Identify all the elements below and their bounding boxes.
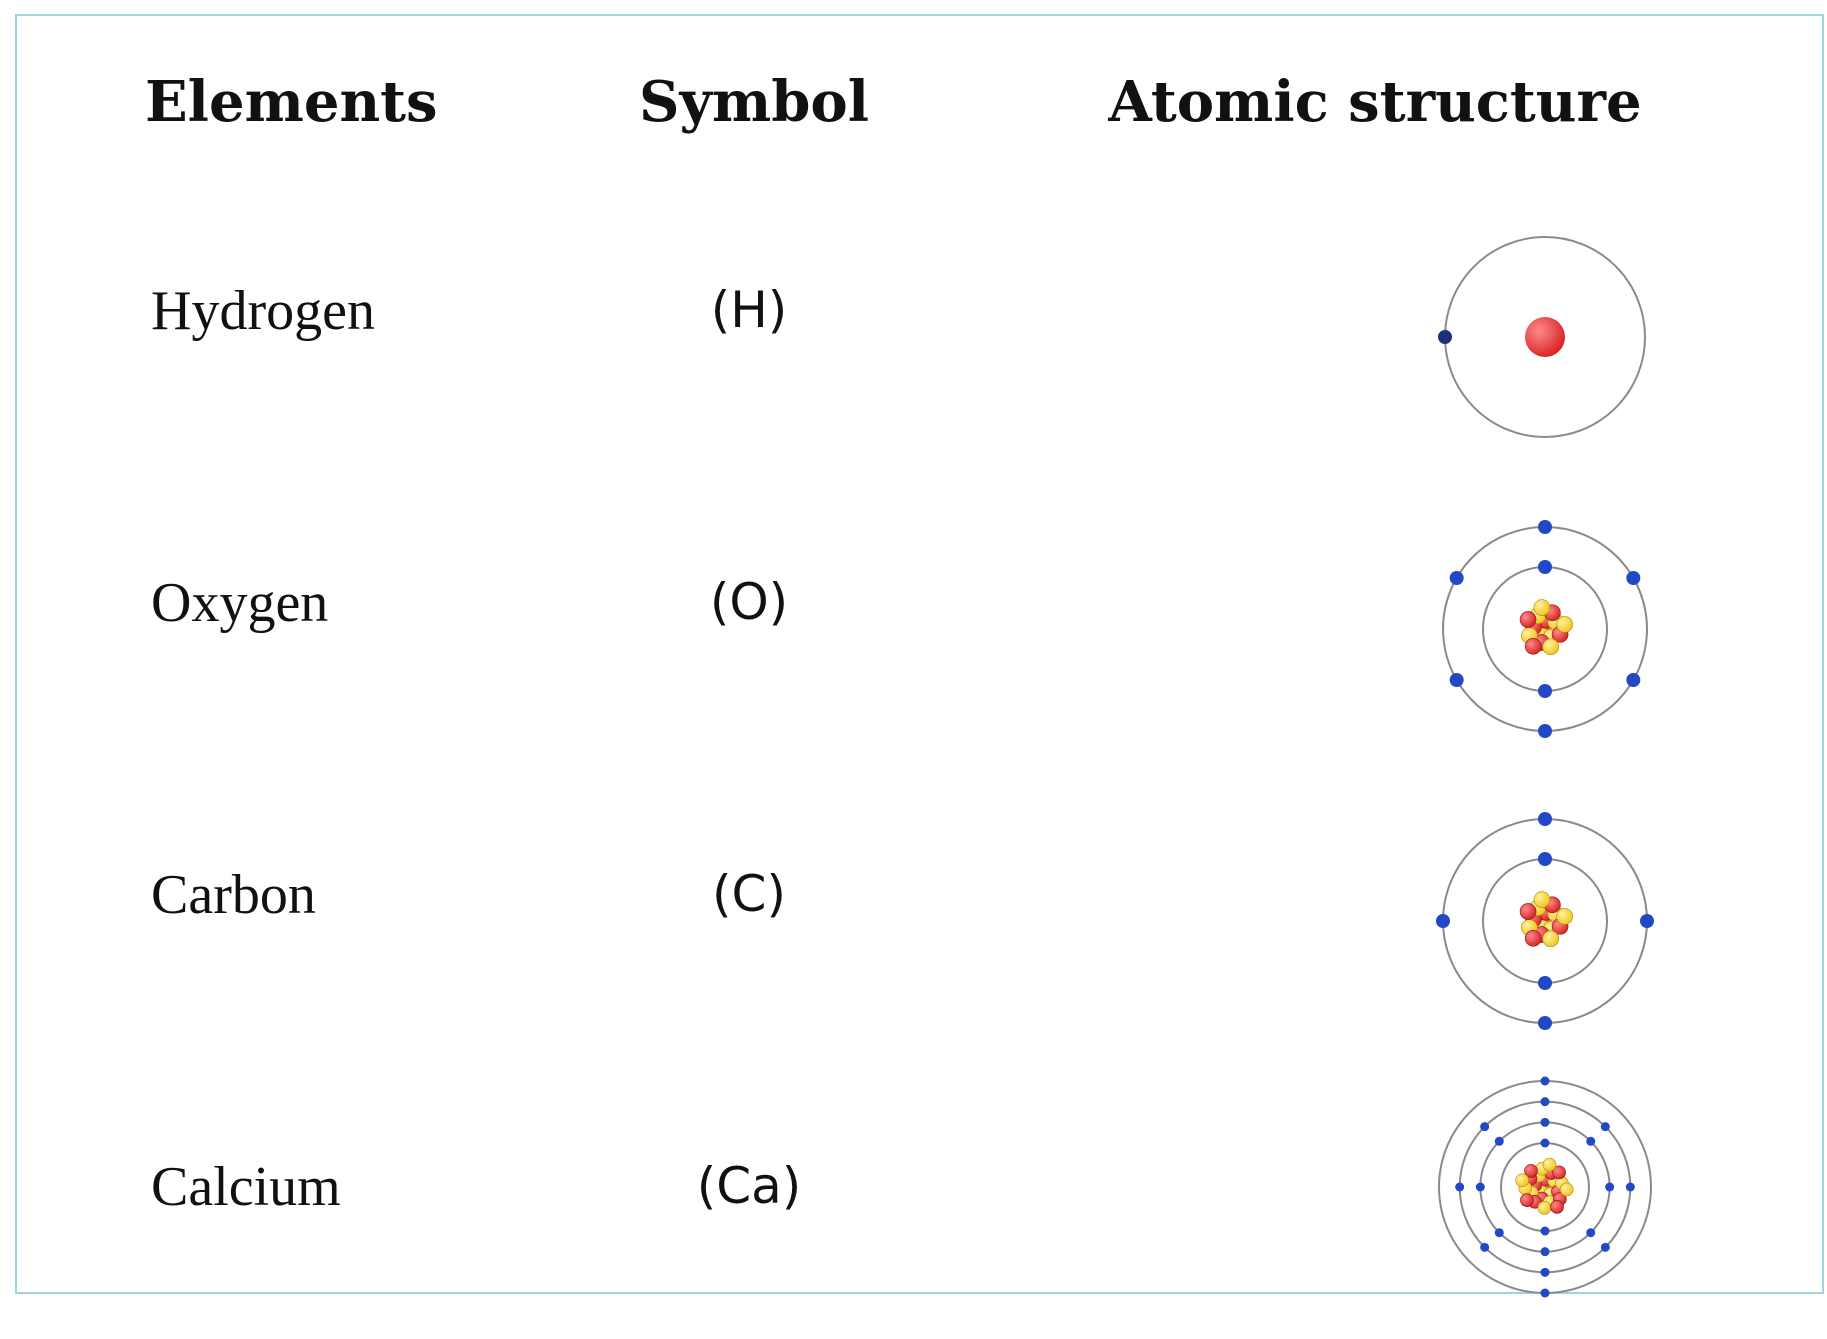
neutron	[1559, 1182, 1574, 1197]
table-row: Hydrogen (H)	[17, 171, 1822, 463]
proton	[1519, 903, 1537, 920]
element-name: Hydrogen	[151, 280, 375, 342]
neutron	[1556, 616, 1573, 633]
electron	[1480, 1122, 1490, 1132]
electron	[1455, 1182, 1465, 1192]
table-row: Carbon (C)	[17, 755, 1822, 1047]
proton	[1550, 1200, 1564, 1214]
carbon-atom-diagram	[1436, 812, 1654, 1030]
proton	[1524, 637, 1542, 655]
electron	[1625, 1182, 1635, 1192]
table-frame: Elements Symbol Atomic structure Hydroge…	[15, 14, 1824, 1298]
electron	[1540, 1226, 1550, 1236]
electron	[1600, 1122, 1610, 1132]
electron	[1540, 1267, 1550, 1277]
neutron	[1515, 1173, 1529, 1188]
electron	[1538, 976, 1552, 990]
electron	[1475, 1182, 1485, 1192]
electron	[1540, 1138, 1550, 1148]
oxygen-atom-diagram	[1442, 520, 1648, 738]
electron	[1494, 1136, 1504, 1146]
electron	[1540, 1097, 1550, 1107]
electron	[1436, 914, 1450, 928]
electron	[1480, 1242, 1490, 1252]
electron	[1449, 571, 1464, 585]
electron	[1494, 1228, 1504, 1238]
element-symbol: (O)	[709, 573, 789, 631]
electron	[1538, 1016, 1552, 1030]
electron	[1538, 724, 1552, 738]
hydrogen-atom-diagram	[1438, 236, 1646, 438]
neutron	[1537, 1200, 1552, 1215]
table-row: Oxygen (O)	[17, 463, 1822, 755]
electron	[1540, 1288, 1550, 1298]
calcium-atom-diagram	[1438, 1076, 1652, 1298]
electron	[1586, 1228, 1596, 1238]
electron	[1538, 684, 1552, 698]
electron	[1449, 673, 1464, 687]
proton	[1524, 929, 1542, 947]
header-elements: Elements	[145, 69, 438, 135]
electron	[1540, 1117, 1550, 1127]
electron	[1438, 330, 1452, 344]
neutron	[1542, 1157, 1557, 1172]
table-row: Calcium (Ca)	[17, 1047, 1822, 1339]
electron	[1540, 1076, 1550, 1086]
proton	[1519, 611, 1537, 628]
proton	[1552, 1165, 1566, 1180]
element-name: Carbon	[151, 864, 316, 926]
electron	[1626, 673, 1641, 687]
electron	[1586, 1136, 1596, 1146]
electron	[1538, 852, 1552, 866]
neutron	[1556, 908, 1573, 925]
electron	[1640, 914, 1654, 928]
neutron	[1533, 599, 1551, 616]
electron	[1540, 1247, 1550, 1257]
electron	[1605, 1182, 1615, 1192]
electron	[1600, 1242, 1610, 1252]
element-name: Calcium	[151, 1156, 341, 1218]
electron	[1538, 812, 1552, 826]
element-symbol: (Ca)	[696, 1157, 802, 1215]
header-atomic-structure: Atomic structure	[1108, 69, 1642, 135]
neutron	[1542, 638, 1560, 656]
neutron	[1533, 891, 1551, 908]
element-symbol: (C)	[712, 865, 786, 923]
header-symbol: Symbol	[639, 69, 870, 135]
element-symbol: (H)	[710, 281, 788, 339]
electron	[1538, 520, 1552, 534]
proton	[1525, 317, 1565, 357]
electron	[1538, 560, 1552, 574]
proton	[1520, 1193, 1534, 1207]
neutron	[1542, 930, 1560, 948]
electron	[1626, 571, 1641, 585]
proton	[1524, 1164, 1538, 1178]
element-name: Oxygen	[151, 572, 329, 634]
